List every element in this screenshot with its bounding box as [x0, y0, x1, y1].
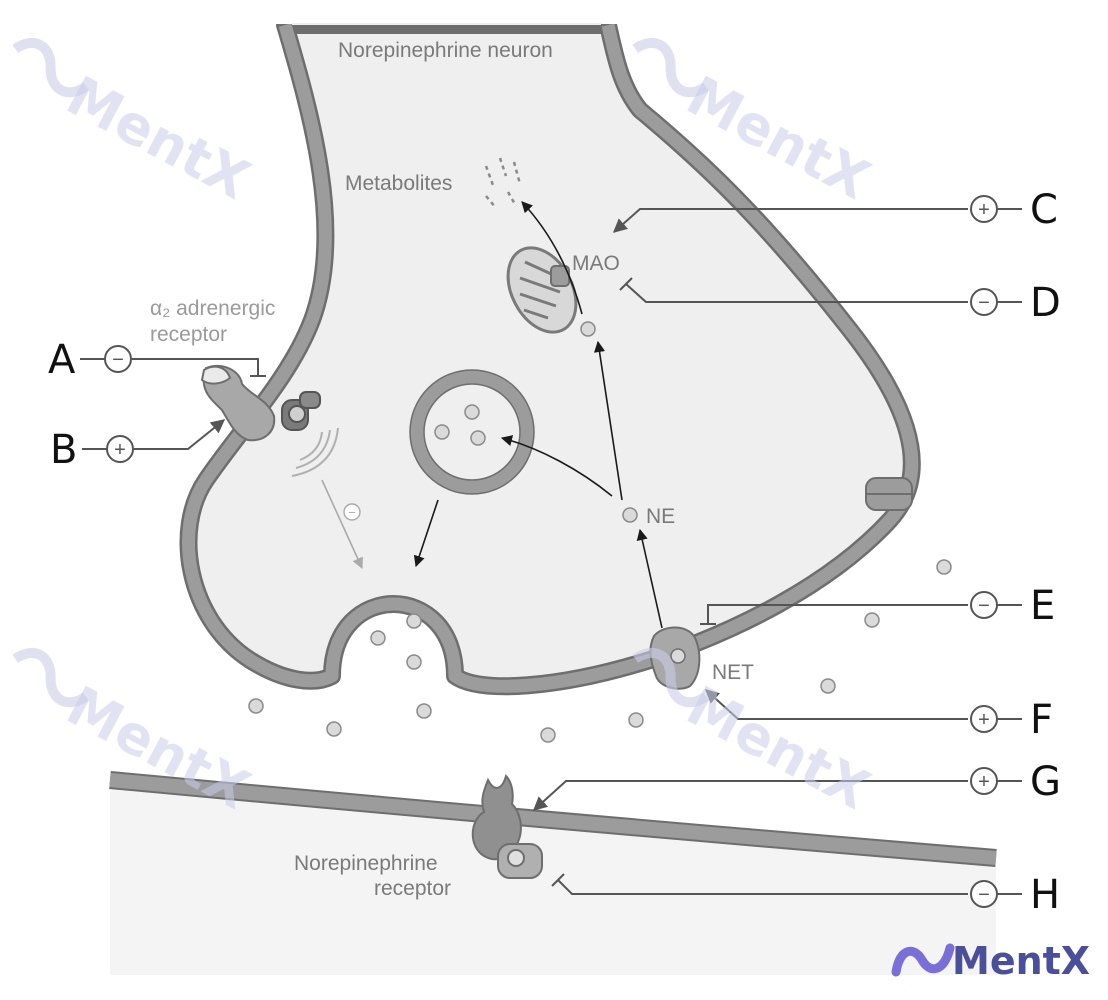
- logo-mark-icon: [891, 943, 955, 977]
- g-protein: [281, 391, 321, 431]
- inhibition-pathway: −: [321, 479, 363, 570]
- ne-label: NE: [646, 505, 675, 528]
- callout-C: + C: [970, 187, 1058, 233]
- metabolites-label: Metabolites: [345, 172, 452, 195]
- synaptic-vesicle: [409, 369, 535, 495]
- net-transporter: [649, 626, 701, 690]
- cytoplasmic-ne: [580, 321, 638, 523]
- callout-letter: G: [1030, 759, 1061, 805]
- inhibition-sign: −: [348, 505, 356, 520]
- callout-sign: +: [978, 709, 990, 731]
- presynaptic-neuron: [179, 0, 921, 696]
- alpha2-label-line1: α₂ adrenergic: [150, 297, 275, 320]
- signal-waves: [291, 427, 339, 477]
- watermark-text: MentX: [57, 64, 260, 212]
- receptor-label-line1: Norepinephrine: [294, 852, 438, 875]
- callout-letter: A: [48, 337, 76, 383]
- pathway-arrows: [413, 201, 663, 629]
- postsynaptic-cell: [109, 771, 997, 975]
- callout-sign: −: [978, 884, 990, 906]
- released-ne-pocket: [370, 613, 422, 670]
- callout-letter: H: [1030, 872, 1060, 918]
- membrane-channel: [865, 477, 913, 511]
- logo-text: MentX: [952, 939, 1090, 983]
- mitochondrion: [506, 246, 578, 334]
- alpha2-receptor: [200, 365, 339, 477]
- callout-sign: +: [978, 771, 990, 793]
- callout-letter: E: [1030, 583, 1055, 629]
- callout-letter: C: [1030, 187, 1058, 233]
- callout-sign: +: [978, 199, 990, 221]
- callout-letter: B: [50, 427, 77, 473]
- callout-sign: −: [112, 349, 124, 371]
- mao-label: MAO: [572, 252, 620, 275]
- callout-G: + G: [970, 759, 1061, 805]
- norepinephrine-receptor: [471, 774, 543, 879]
- callout-H: − H: [970, 872, 1060, 918]
- callout-sign: −: [978, 292, 990, 314]
- callout-E: − E: [970, 583, 1055, 629]
- alpha2-label-line2: receptor: [150, 323, 227, 346]
- callout-B: + B: [50, 427, 134, 473]
- neuron-label: Norepinephrine neuron: [338, 39, 553, 62]
- callout-sign: +: [114, 439, 126, 461]
- callout-sign: −: [978, 595, 990, 617]
- watermark-1: MentX: [12, 37, 260, 212]
- net-label: NET: [712, 661, 754, 684]
- receptor-label-line2: receptor: [374, 877, 451, 900]
- synaptic-cleft-ne: [248, 559, 952, 743]
- metabolite-fragments: [484, 157, 522, 209]
- callout-lines: [132, 208, 968, 895]
- callout-letter: D: [1030, 280, 1061, 326]
- callout-letter: F: [1030, 697, 1053, 743]
- callout-F: + F: [970, 697, 1053, 743]
- mentx-logo: MentX: [891, 939, 1090, 983]
- watermark-text: MentX: [677, 674, 880, 822]
- callout-A: − A: [48, 337, 132, 383]
- callout-D: − D: [970, 280, 1061, 326]
